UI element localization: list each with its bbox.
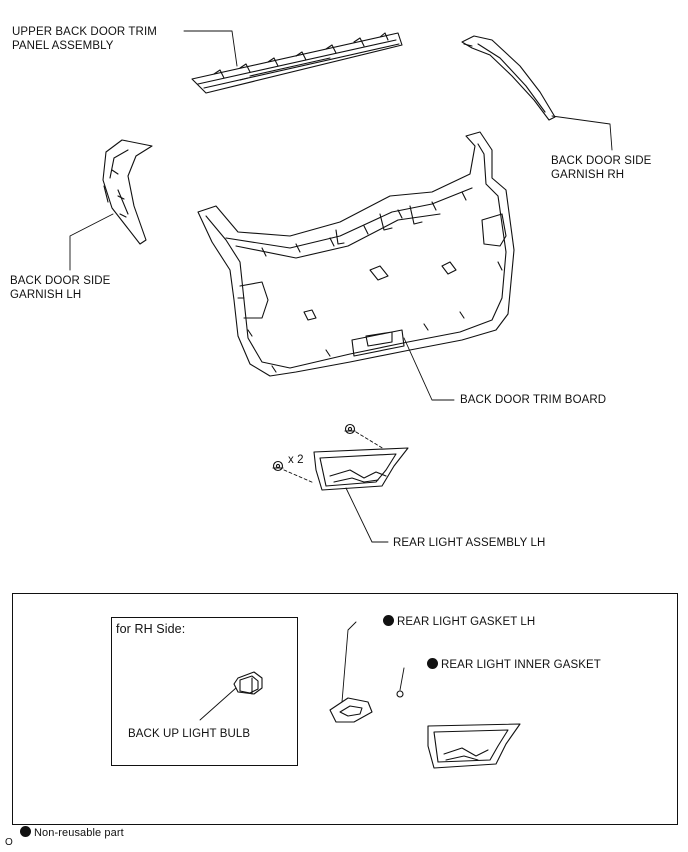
leader-garnish-lh xyxy=(69,213,114,271)
leader-bulb xyxy=(199,687,237,721)
leader-gasket-lh xyxy=(341,621,357,703)
label-upper-trim-line2: PANEL ASSEMBLY xyxy=(12,40,114,52)
label-bulb: BACK UP LIGHT BULB xyxy=(128,728,251,740)
label-gasket-lh-text: REAR LIGHT GASKET LH xyxy=(397,616,536,628)
label-gasket-lh: REAR LIGHT GASKET LH xyxy=(383,615,535,629)
detail-box xyxy=(12,593,678,825)
bulb-part xyxy=(233,671,263,695)
label-side-garnish-rh: BACK DOOR SIDE GARNISH RH xyxy=(551,154,651,182)
rh-side-heading: for RH Side: xyxy=(116,622,186,636)
rh-side-box xyxy=(111,617,298,766)
non-reusable-icon xyxy=(383,615,394,626)
non-reusable-icon xyxy=(427,658,438,669)
rear-light-rh-part xyxy=(427,723,521,769)
corner-mark: O xyxy=(5,837,13,848)
non-reusable-legend-icon xyxy=(20,826,31,837)
label-inner-gasket-text: REAR LIGHT INNER GASKET xyxy=(441,659,601,671)
label-garnish-lh-line2: GARNISH LH xyxy=(10,289,82,301)
side-garnish-rh-part xyxy=(461,35,556,121)
upper-trim-panel-part xyxy=(191,32,403,94)
leader-rear-light xyxy=(345,487,389,543)
leader-trim-board xyxy=(403,337,455,401)
legend-text: Non-reusable part xyxy=(34,827,124,839)
trim-board-part xyxy=(197,131,515,377)
clip-guide-lower xyxy=(283,469,315,484)
label-garnish-rh-line2: GARNISH RH xyxy=(551,169,625,181)
label-inner-gasket: REAR LIGHT INNER GASKET xyxy=(427,658,601,672)
label-clip-quantity: x 2 xyxy=(288,454,304,466)
clip-guide-upper xyxy=(355,431,385,450)
label-upper-trim-line1: UPPER BACK DOOR TRIM xyxy=(12,26,157,38)
legend-non-reusable: Non-reusable part xyxy=(20,826,124,840)
label-side-garnish-lh: BACK DOOR SIDE GARNISH LH xyxy=(10,274,110,302)
side-garnish-lh-part xyxy=(102,139,153,245)
label-upper-trim-panel: UPPER BACK DOOR TRIM PANEL ASSEMBLY xyxy=(12,25,157,53)
rear-light-lh-part xyxy=(313,447,409,491)
label-garnish-lh-line1: BACK DOOR SIDE xyxy=(10,275,111,287)
leader-upper-trim xyxy=(183,30,238,67)
gasket-lh-part xyxy=(329,697,373,723)
clip-lower xyxy=(272,460,284,472)
label-trim-board: BACK DOOR TRIM BOARD xyxy=(460,394,607,406)
label-rear-light-lh: REAR LIGHT ASSEMBLY LH xyxy=(393,537,546,549)
label-garnish-rh-line1: BACK DOOR SIDE xyxy=(551,155,652,167)
leader-inner-gasket xyxy=(399,667,405,691)
leader-garnish-rh xyxy=(551,115,613,151)
inner-gasket-part xyxy=(396,690,404,698)
clip-upper xyxy=(344,423,356,435)
